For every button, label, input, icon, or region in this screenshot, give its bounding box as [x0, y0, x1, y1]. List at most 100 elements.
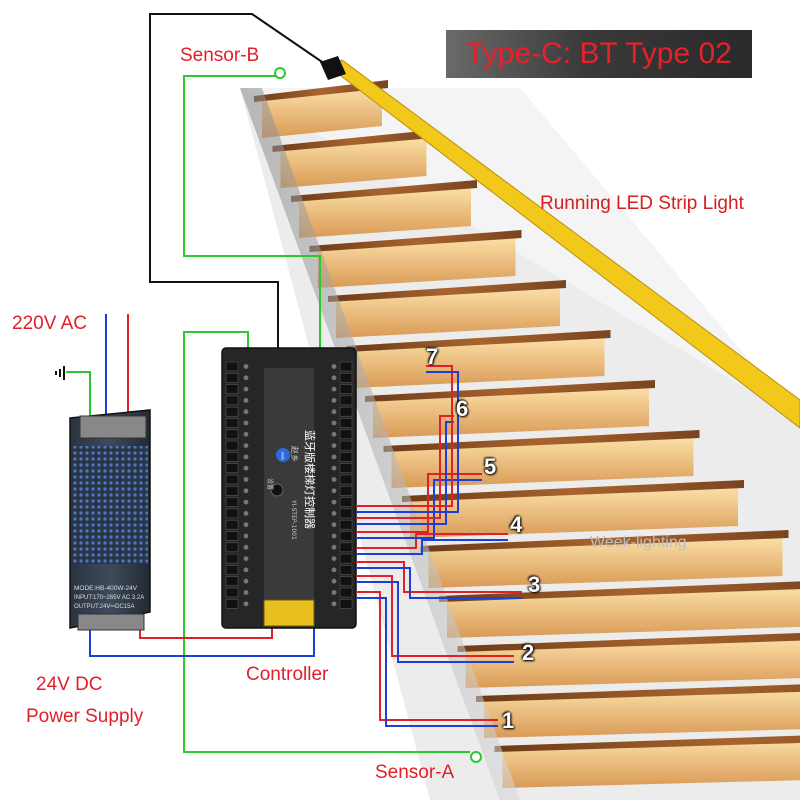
- controller: ᛒ 蓝牙版楼梯灯控制器 赵乡 YI-STEP-1001 设置: [221, 347, 357, 629]
- step-wire-blue: [356, 371, 459, 513]
- psu-label-line1: 24V DC: [36, 674, 103, 695]
- stair-tread: [402, 480, 744, 502]
- terminal-screw: [243, 386, 249, 392]
- strip-signal-wire: [149, 13, 329, 352]
- led-strip: [320, 56, 800, 429]
- svg-text:ᛒ: ᛒ: [280, 451, 285, 462]
- step-wire-red: [356, 415, 454, 519]
- stair-riser: [502, 736, 800, 788]
- terminal: [225, 395, 239, 406]
- terminal-screw: [243, 398, 249, 403]
- terminal-screw: [243, 578, 249, 584]
- terminal-screw: [243, 409, 249, 415]
- terminal: [339, 587, 353, 598]
- terminal-screw: [243, 511, 249, 516]
- step-wire-red: [356, 561, 522, 593]
- terminal-screw: [331, 465, 337, 471]
- terminal-screw: [243, 533, 249, 539]
- terminal: [225, 384, 239, 394]
- terminal: [339, 395, 353, 406]
- terminal: [339, 372, 353, 383]
- terminal-screw: [243, 567, 249, 573]
- stair-tread: [383, 430, 700, 452]
- controller-title: 蓝牙版楼梯灯控制器: [303, 430, 317, 529]
- terminal: [339, 576, 353, 587]
- terminal: [225, 497, 239, 507]
- terminal: [225, 361, 239, 372]
- step-wire-red: [356, 575, 514, 657]
- step-number-7: 7: [426, 344, 439, 369]
- stair-tread: [291, 180, 477, 202]
- terminal: [225, 542, 239, 553]
- step-wire-blue: [356, 581, 514, 663]
- terminal-screw: [331, 556, 337, 561]
- stair-tread: [309, 230, 522, 252]
- controller-set-label: 设置: [266, 478, 274, 490]
- terminal: [225, 474, 239, 485]
- terminal-screw: [331, 488, 337, 494]
- terminal: [339, 452, 353, 462]
- terminal: [225, 463, 239, 474]
- terminal: [339, 463, 353, 474]
- terminal-screw: [331, 578, 337, 584]
- stair-tread: [328, 280, 566, 302]
- psu-model-text: MODE:HB-400W-24V: [74, 585, 138, 592]
- terminal-screw: [243, 544, 249, 550]
- terminal: [339, 519, 353, 530]
- step-number-6: 6: [456, 396, 469, 421]
- terminal-screw: [331, 544, 337, 550]
- terminal-screw: [331, 499, 337, 505]
- terminal: [339, 429, 353, 440]
- step-wire-red: [356, 533, 508, 549]
- terminal: [339, 497, 353, 507]
- terminal: [339, 485, 353, 496]
- stair-tread: [439, 581, 800, 602]
- controller-brand: 赵乡: [290, 446, 300, 462]
- terminal-screw: [243, 420, 249, 426]
- terminal: [225, 429, 239, 440]
- stair-steps: [254, 80, 800, 788]
- terminal-screw: [331, 443, 337, 448]
- step-number-4: 4: [510, 512, 523, 537]
- stair-tread: [457, 632, 800, 652]
- step-wire-red: [356, 365, 453, 507]
- terminal-screw: [331, 420, 337, 426]
- terminal-screw: [331, 454, 337, 460]
- stair-tread: [346, 330, 611, 352]
- step-wire-blue: [356, 597, 498, 727]
- terminal-screw: [331, 431, 337, 437]
- sensor-a-node: [470, 751, 482, 763]
- terminal: [339, 542, 353, 553]
- step-wire-blue: [356, 567, 522, 599]
- terminal: [225, 598, 239, 609]
- stair-tread: [494, 735, 800, 752]
- led-strip-label: Running LED Strip Light: [540, 193, 744, 214]
- terminal: [339, 406, 353, 417]
- step-wire-red: [356, 591, 498, 721]
- stair-tread: [365, 380, 655, 402]
- terminal: [225, 418, 239, 428]
- terminal-screw: [331, 533, 337, 539]
- sensor-a-wire: [183, 331, 470, 753]
- controller-model: YI-STEP-1001: [290, 499, 297, 540]
- psu-label-line2: Power Supply: [26, 706, 144, 727]
- stair-tread: [420, 530, 789, 552]
- terminal: [225, 406, 239, 417]
- ac-wires: [55, 314, 129, 426]
- terminal: [225, 440, 239, 451]
- terminal-screw: [331, 375, 337, 381]
- terminal: [339, 418, 353, 428]
- sensor-b-node: [274, 67, 286, 79]
- terminal: [339, 565, 353, 575]
- terminal: [339, 361, 353, 372]
- terminal: [225, 587, 239, 598]
- step-number-1: 1: [502, 708, 515, 733]
- staircase: [240, 80, 800, 800]
- terminal: [225, 576, 239, 587]
- terminal-screw: [243, 454, 249, 460]
- terminal-screw: [331, 590, 337, 595]
- stringer: [240, 88, 520, 800]
- terminal: [339, 440, 353, 451]
- terminal: [339, 531, 353, 541]
